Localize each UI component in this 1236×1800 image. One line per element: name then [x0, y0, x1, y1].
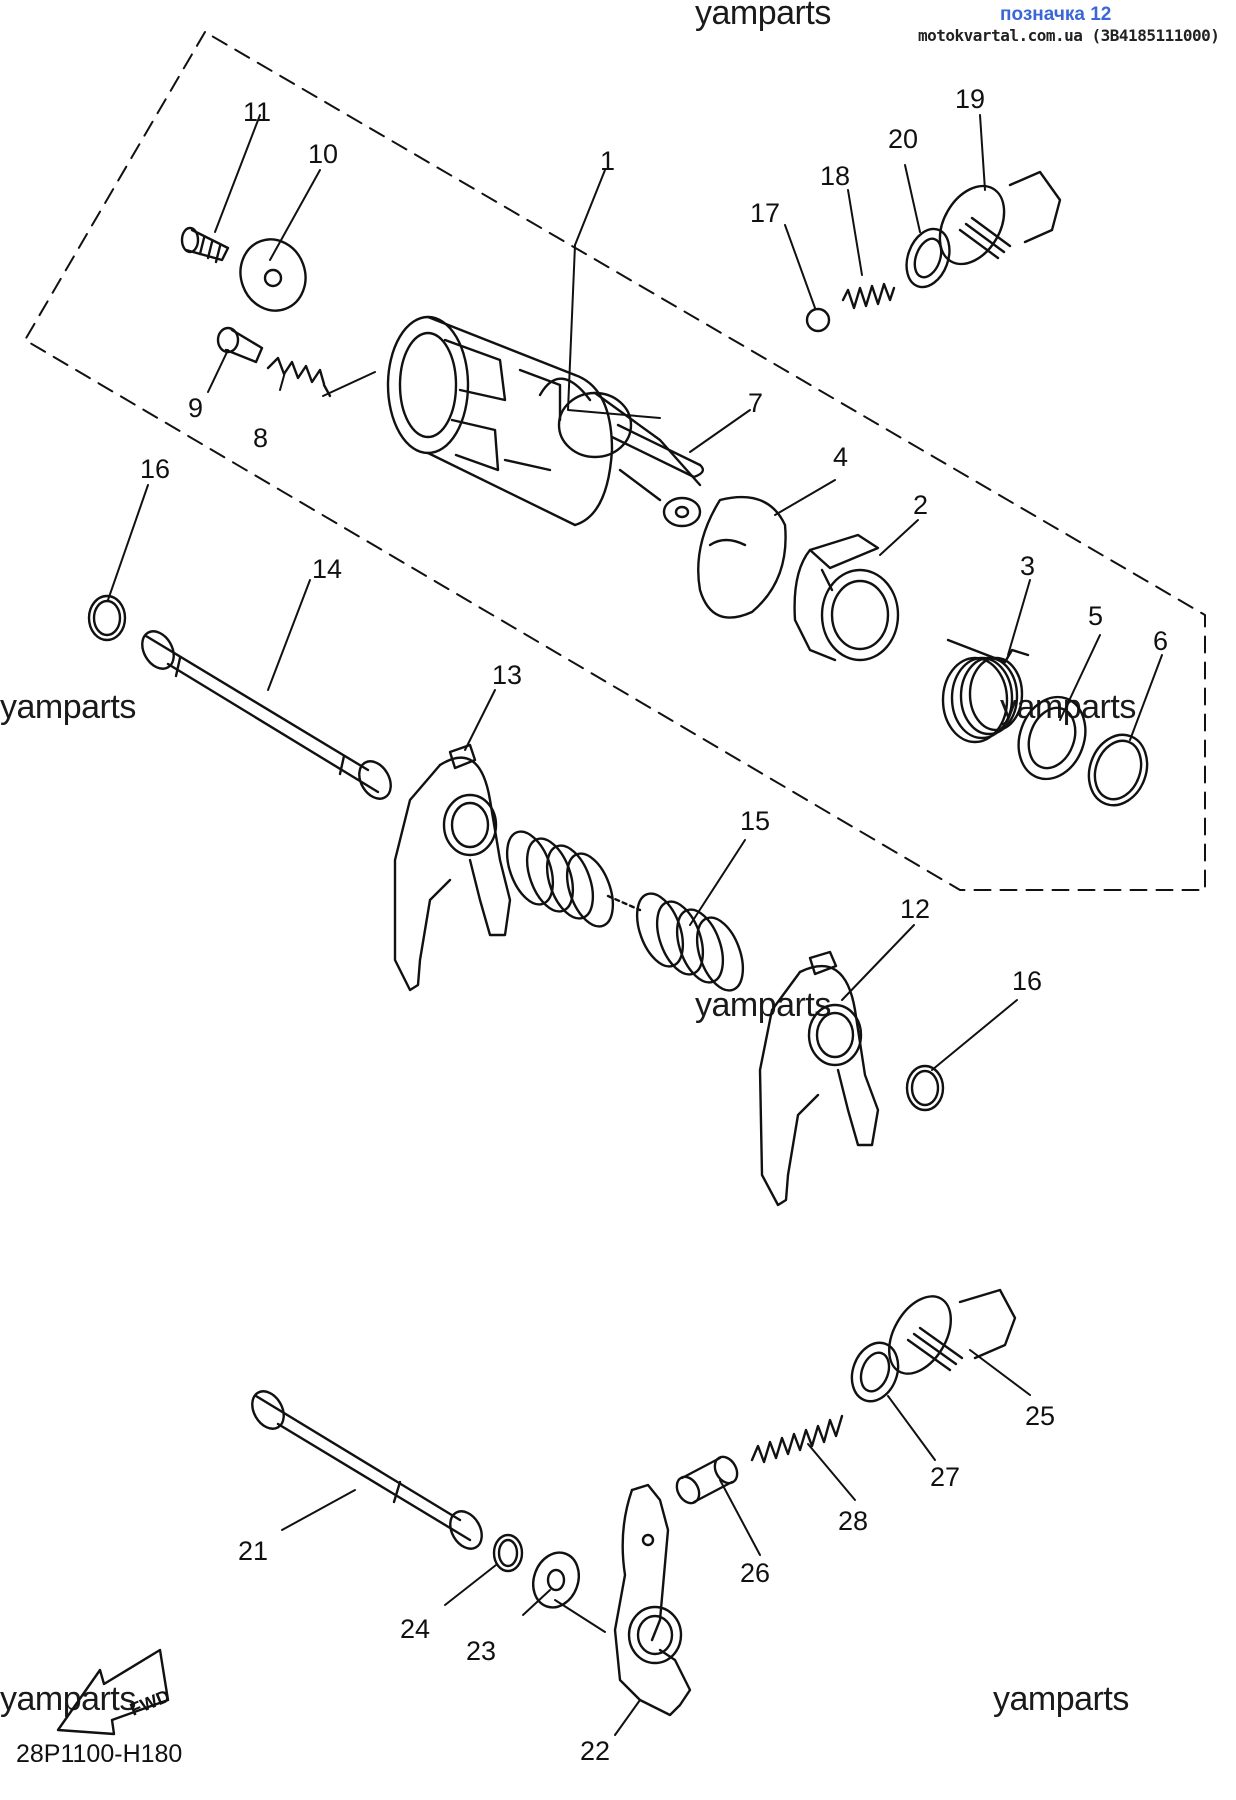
shift-drum — [386, 315, 702, 528]
callout-28: 28 — [838, 1506, 868, 1536]
part-28-spring — [750, 1414, 844, 1464]
callout-24: 24 — [400, 1614, 430, 1644]
callout-2: 2 — [913, 490, 928, 520]
callout-21: 21 — [238, 1536, 268, 1566]
callout-1: 1 — [600, 146, 615, 176]
diagram-code: 28P1100-H180 — [16, 1740, 183, 1768]
part-12-shift-fork — [758, 950, 880, 1207]
watermark-bottom-right: yamparts — [993, 1680, 1129, 1718]
callout-25: 25 — [1025, 1401, 1055, 1431]
part-19-bolt — [938, 170, 1062, 266]
callout-26: 26 — [740, 1558, 770, 1588]
part-10-plate — [239, 238, 307, 312]
part-22-shift-arm — [613, 1483, 692, 1717]
callout-15: 15 — [740, 806, 770, 836]
part-23-washer — [532, 1551, 580, 1609]
part-16-circlip-upper — [87, 594, 127, 642]
callout-10: 10 — [308, 139, 338, 169]
callout-17: 17 — [750, 198, 780, 228]
part-18-spring — [841, 282, 896, 310]
part-20-washer — [905, 227, 951, 289]
part-26-pin — [675, 1455, 739, 1505]
part-7-pin — [610, 423, 705, 479]
part-27-washer — [850, 1341, 900, 1403]
callout-12: 12 — [900, 894, 930, 924]
callout-4: 4 — [833, 442, 848, 472]
watermark-left: yamparts — [0, 688, 136, 726]
callout-14: 14 — [312, 554, 342, 584]
part-2-stopper-lever — [793, 533, 900, 662]
callout-8: 8 — [253, 423, 268, 453]
callout-27: 27 — [930, 1462, 960, 1492]
callout-16-lower: 16 — [1012, 966, 1042, 996]
part-24-circlip — [492, 1533, 524, 1573]
callout-22: 22 — [580, 1736, 610, 1766]
watermark-center: yamparts — [695, 986, 831, 1024]
part-5-washer — [1017, 695, 1087, 781]
callout-23: 23 — [466, 1636, 496, 1666]
callout-11: 11 — [243, 97, 271, 127]
callout-7: 7 — [748, 388, 763, 418]
part-6-circlip — [1087, 733, 1149, 807]
part-15-spring — [505, 830, 745, 992]
part-11-screw — [180, 226, 230, 264]
callout-18: 18 — [820, 161, 850, 191]
part-14-shaft — [141, 630, 392, 800]
callout-19: 19 — [955, 84, 985, 114]
part-21-shaft — [251, 1390, 483, 1550]
assembly-boundary — [24, 31, 1206, 891]
callout-3: 3 — [1020, 551, 1035, 581]
part-3-torsion-spring — [941, 638, 1030, 744]
fwd-label: FWD — [127, 1686, 172, 1720]
part-16-circlip-lower — [905, 1064, 945, 1112]
fwd-arrow-icon — [56, 1648, 170, 1736]
part-4-segment — [697, 495, 787, 619]
part-25-bolt — [888, 1288, 1017, 1375]
watermark-bottom-left: yamparts — [0, 1680, 136, 1718]
callout-5: 5 — [1088, 601, 1103, 631]
callout-9: 9 — [188, 393, 203, 423]
part-13-shift-fork — [393, 743, 512, 992]
leader-lines — [107, 114, 1163, 1736]
callout-20: 20 — [888, 124, 918, 154]
callout-6: 6 — [1153, 626, 1168, 656]
part-8-spring — [266, 356, 332, 398]
part-17-ball — [805, 307, 831, 333]
watermark-top: yamparts — [695, 0, 831, 32]
callout-13: 13 — [492, 660, 522, 690]
callout-16-upper: 16 — [140, 454, 170, 484]
header-site: motokvartal.com.ua (3B4185111000) — [918, 26, 1220, 45]
header-tag: позначка 12 — [1000, 4, 1112, 25]
